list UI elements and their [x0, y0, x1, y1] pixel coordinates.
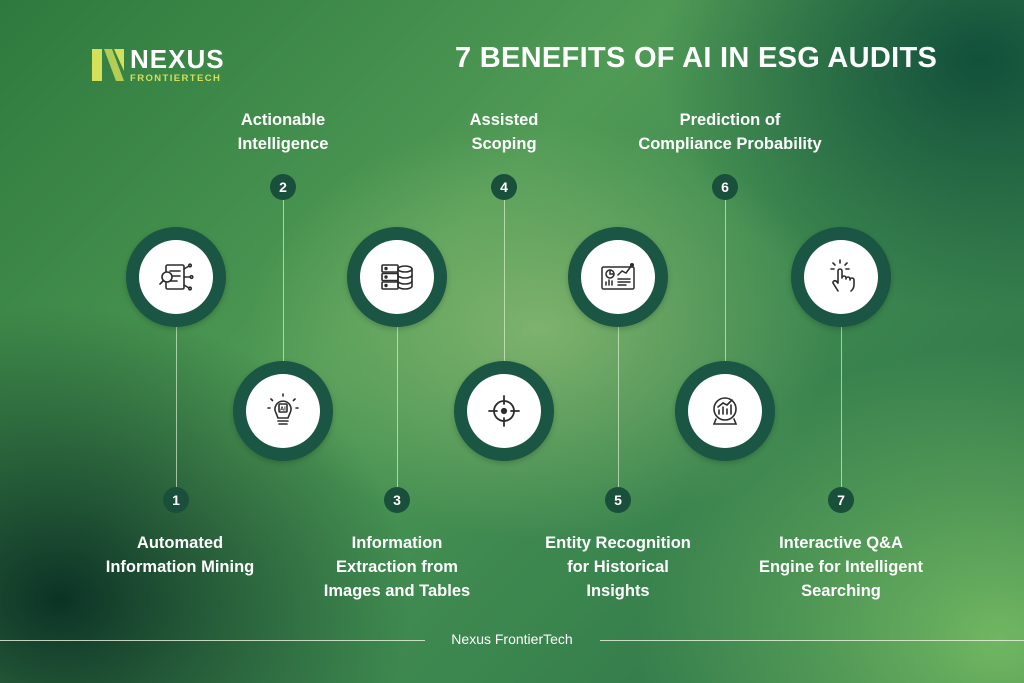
connector-line-3	[397, 320, 398, 495]
benefit-label-3: Information Extraction from Images and T…	[323, 534, 471, 600]
benefit-label-5: Entity Recognition for Historical Insigh…	[545, 534, 691, 600]
database-server-icon	[381, 264, 413, 290]
step-badge-6: 6	[712, 174, 738, 200]
connector-line-1	[176, 320, 177, 495]
logo-mark-icon	[92, 48, 124, 81]
footer-divider-left	[0, 640, 425, 641]
ai-lightbulb-icon: AI	[267, 393, 299, 425]
benefit-label-7: Interactive Q&A Engine for Intelligent S…	[758, 534, 924, 600]
step-badge-4: 4	[491, 174, 517, 200]
target-crosshair-icon	[488, 395, 520, 427]
brand-logo: NEXUS FRONTIERTECH	[92, 46, 225, 84]
step-badge-2: 2	[270, 174, 296, 200]
benefit-ring-7	[791, 227, 891, 327]
analytics-dashboard-icon	[601, 262, 635, 290]
benefit-label-6: Prediction of Compliance Probability	[638, 111, 822, 153]
page-title: 7 BENEFITS OF AI IN ESG AUDITS	[455, 42, 938, 74]
benefit-ring-5	[568, 227, 668, 327]
crystal-ball-chart-icon	[712, 397, 738, 425]
benefit-ring-2: AI	[233, 361, 333, 461]
connector-line-2	[283, 195, 284, 365]
benefit-ring-4	[454, 361, 554, 461]
benefit-ring-1	[126, 227, 226, 327]
brand-tagline: FRONTIERTECH	[130, 73, 222, 84]
connector-line-6	[725, 195, 726, 365]
benefit-label-1: Automated Information Mining	[105, 534, 255, 576]
tap-hand-icon	[830, 259, 855, 292]
connector-line-4	[504, 195, 505, 365]
connector-line-5	[618, 320, 619, 495]
footer-brand: Nexus FrontierTech	[451, 631, 573, 647]
step-badge-3: 3	[384, 487, 410, 513]
footer-divider-right	[600, 640, 1024, 641]
step-badge-7: 7	[828, 487, 854, 513]
benefit-ring-3	[347, 227, 447, 327]
benefit-ring-6	[675, 361, 775, 461]
document-analysis-icon	[159, 263, 194, 291]
connector-line-7	[841, 320, 842, 495]
svg-text:AI: AI	[280, 407, 286, 413]
step-badge-5: 5	[605, 487, 631, 513]
step-badge-1: 1	[163, 487, 189, 513]
brand-name: NEXUS	[130, 44, 225, 74]
benefit-label-4: Assisted Scoping	[469, 111, 539, 153]
benefit-label-2: Actionable Intelligence	[237, 111, 329, 153]
